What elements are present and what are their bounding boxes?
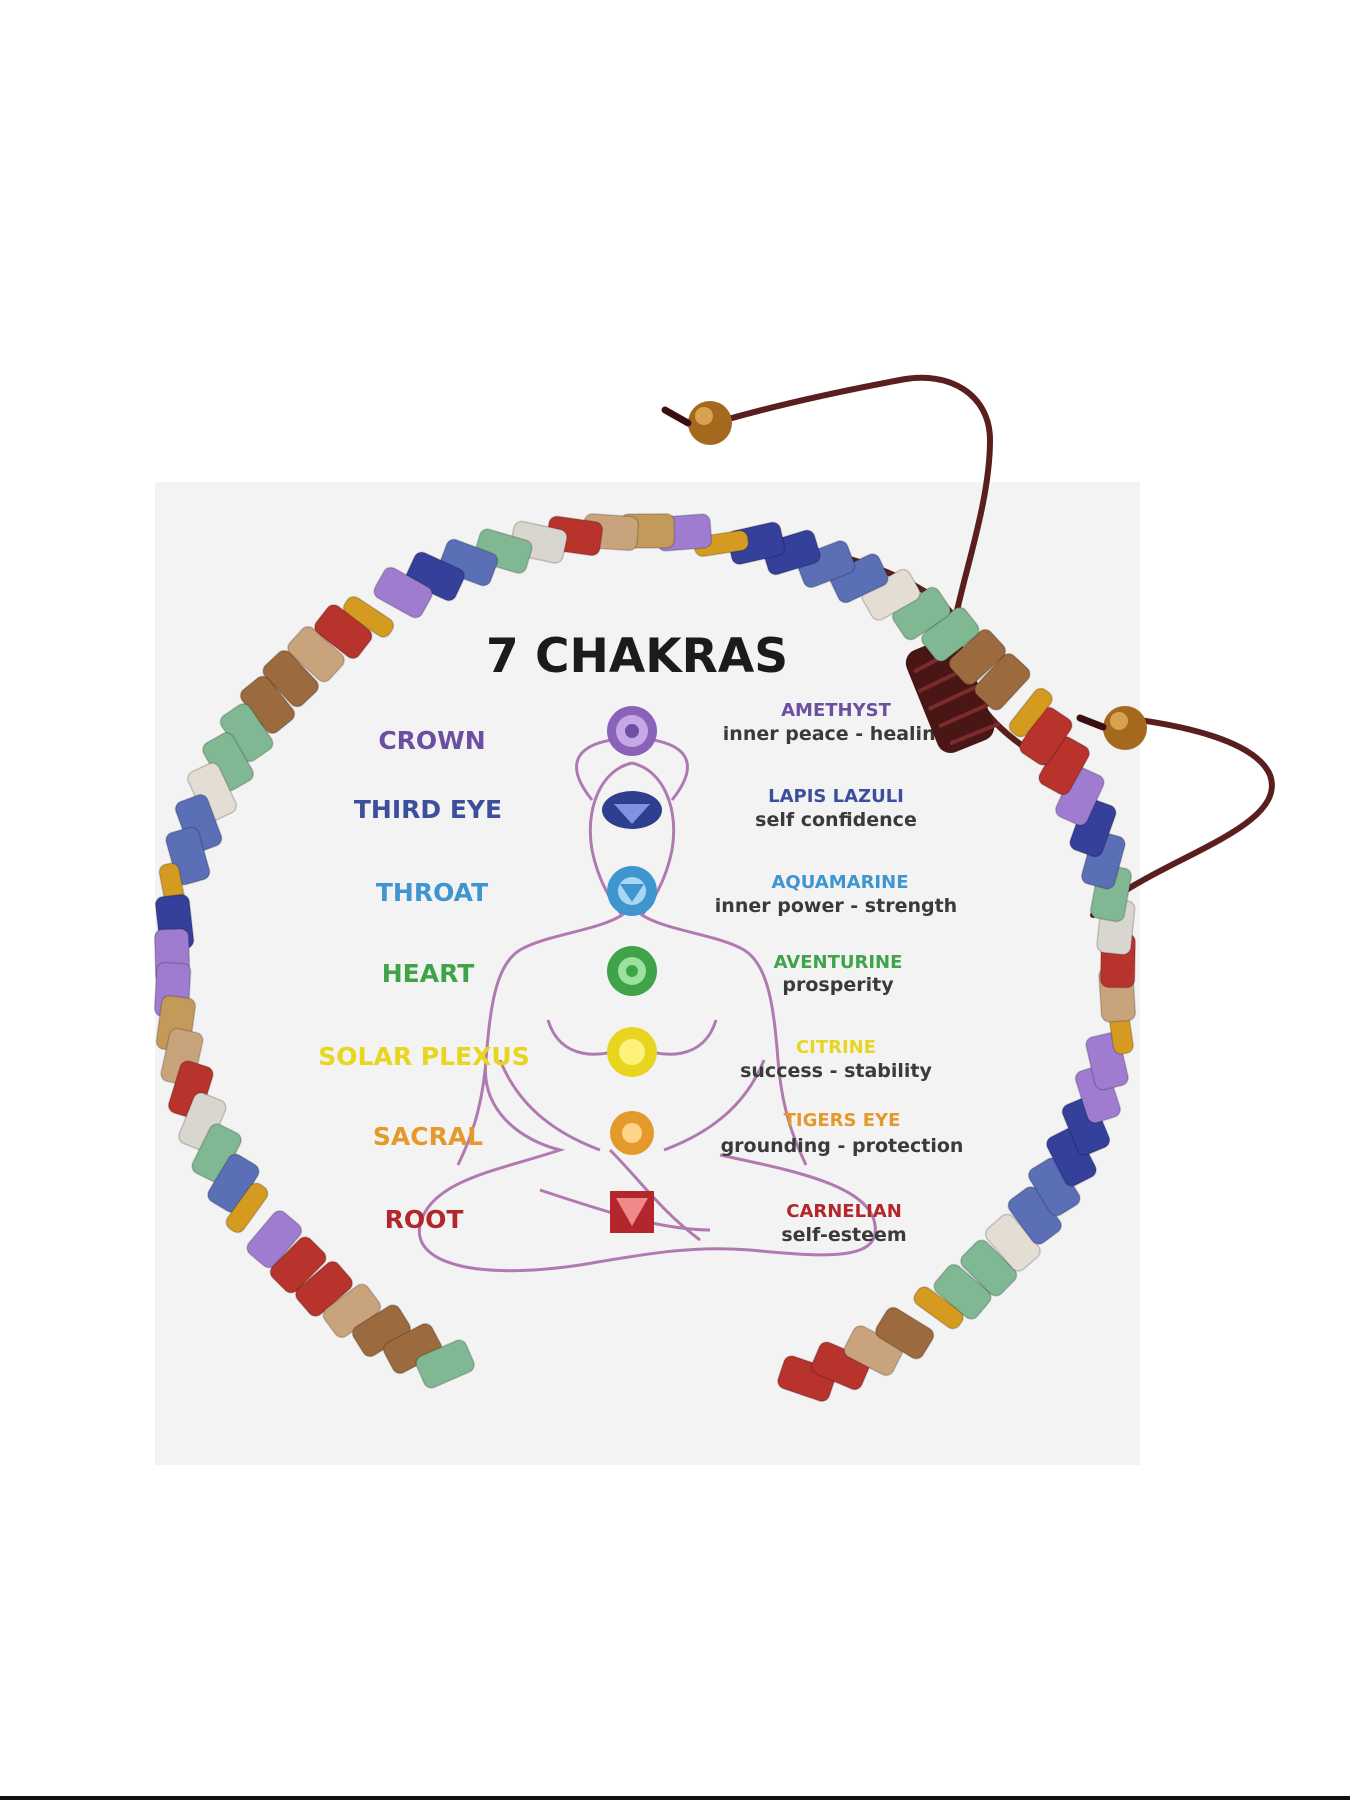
gemstone-bead	[974, 653, 1031, 711]
stone-name-carnelian: CARNELIAN	[786, 1201, 902, 1222]
throat-chakra-icon	[607, 866, 657, 916]
stone-desc-aventurine: prosperity	[782, 974, 894, 996]
solar-plexus-chakra-icon	[607, 1027, 657, 1077]
chakra-name-heart: HEART	[382, 959, 475, 988]
gemstone-bead	[287, 625, 345, 683]
gemstone-bead	[933, 1263, 992, 1320]
crown-chakra-icon	[607, 706, 657, 756]
gold-spacer-bead	[225, 1182, 269, 1234]
stone-name-amethyst: AMETHYST	[781, 700, 891, 721]
gemstone-bead	[875, 1306, 935, 1360]
chakra-name-crown: CROWN	[378, 726, 485, 755]
bottom-divider	[0, 1796, 1350, 1800]
gold-spacer-bead	[1008, 687, 1053, 738]
stone-desc-aquamarine: inner power - strength	[715, 895, 957, 917]
sacral-chakra-icon	[610, 1111, 654, 1155]
stone-desc-amethyst: inner peace - healing	[723, 723, 949, 745]
stone-name-tigers-eye: TIGERS EYE	[784, 1110, 901, 1131]
gemstone-bead	[960, 1239, 1018, 1297]
sliding-knot	[905, 636, 1001, 754]
stone-name-lapis-lazuli: LAPIS LAZULI	[768, 786, 904, 807]
gemstone-bead	[295, 1260, 354, 1317]
stone-desc-lapis-lazuli: self confidence	[755, 809, 917, 831]
stone-name-aventurine: AVENTURINE	[774, 952, 903, 973]
gemstone-bead	[262, 649, 320, 708]
gemstone-bead	[269, 1236, 327, 1294]
gemstone-bead	[415, 1339, 475, 1389]
chakra-name-solar-plexus: SOLAR PLEXUS	[318, 1042, 529, 1071]
tigers-eye-end-bead	[1076, 706, 1147, 750]
gemstone-bead-ring	[153, 513, 1137, 1403]
stone-name-aquamarine: AQUAMARINE	[772, 872, 909, 893]
chakra-name-throat: THROAT	[376, 878, 488, 907]
stone-name-citrine: CITRINE	[796, 1037, 876, 1058]
gemstone-bead	[246, 1210, 303, 1269]
third-eye-chakra-icon	[602, 791, 662, 829]
gemstone-bead	[948, 628, 1007, 686]
tigers-eye-end-bead	[661, 401, 732, 445]
gold-spacer-bead	[913, 1286, 964, 1330]
gold-spacer-bead	[342, 595, 395, 638]
root-chakra-icon	[610, 1191, 654, 1233]
chakra-name-root: ROOT	[385, 1205, 464, 1234]
stone-desc-tigers-eye: grounding - protection	[721, 1135, 964, 1157]
chakra-name-third-eye: THIRD EYE	[354, 795, 502, 824]
stone-desc-carnelian: self-esteem	[781, 1224, 906, 1246]
heart-chakra-icon	[607, 946, 657, 996]
chakra-name-sacral: SACRAL	[373, 1122, 483, 1151]
gemstone-bead	[373, 566, 433, 619]
stone-desc-citrine: success - stability	[740, 1060, 932, 1082]
gemstone-bead	[313, 604, 373, 660]
page-title: 7 CHAKRAS	[486, 629, 788, 684]
